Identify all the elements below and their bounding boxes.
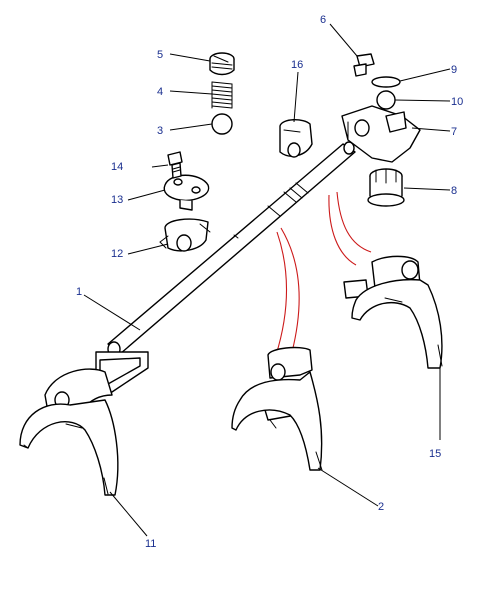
selector-fork-left [19, 351, 149, 496]
callout-8: 8 [451, 185, 457, 197]
callout-4: 4 [157, 86, 163, 98]
clip-16 [279, 119, 313, 158]
selector-shaft [107, 141, 356, 357]
leader-lines [83, 23, 451, 537]
callout-11: 11 [145, 538, 156, 550]
ball-3 [211, 113, 233, 135]
callout-10: 10 [451, 96, 463, 108]
callout-5: 5 [157, 49, 163, 61]
callout-labels: 1 2 3 4 5 6 7 8 9 10 11 12 13 14 15 16 [76, 14, 463, 550]
plate-13 [163, 174, 210, 211]
callout-7: 7 [451, 126, 457, 138]
bracket-12 [159, 218, 211, 252]
callout-16: 16 [291, 59, 303, 71]
bolt-14 [167, 151, 183, 179]
spring-4 [211, 81, 233, 109]
callout-12: 12 [111, 248, 123, 260]
castle-nut-8 [367, 168, 405, 207]
callout-13: 13 [111, 194, 123, 206]
callout-2: 2 [378, 501, 384, 513]
ring-9 [371, 76, 401, 88]
callout-1: 1 [76, 286, 82, 298]
selector-block-7 [341, 105, 421, 163]
link-lines [275, 191, 372, 356]
plug-5 [209, 52, 235, 76]
ball-10 [376, 90, 396, 110]
callout-15: 15 [429, 448, 441, 460]
selector-fork-right [343, 255, 443, 369]
callout-6: 6 [320, 14, 326, 26]
callout-3: 3 [157, 125, 163, 137]
callout-14: 14 [111, 161, 123, 173]
selector-fork-center [231, 346, 323, 471]
screw-6 [353, 53, 375, 77]
callout-9: 9 [451, 64, 457, 76]
